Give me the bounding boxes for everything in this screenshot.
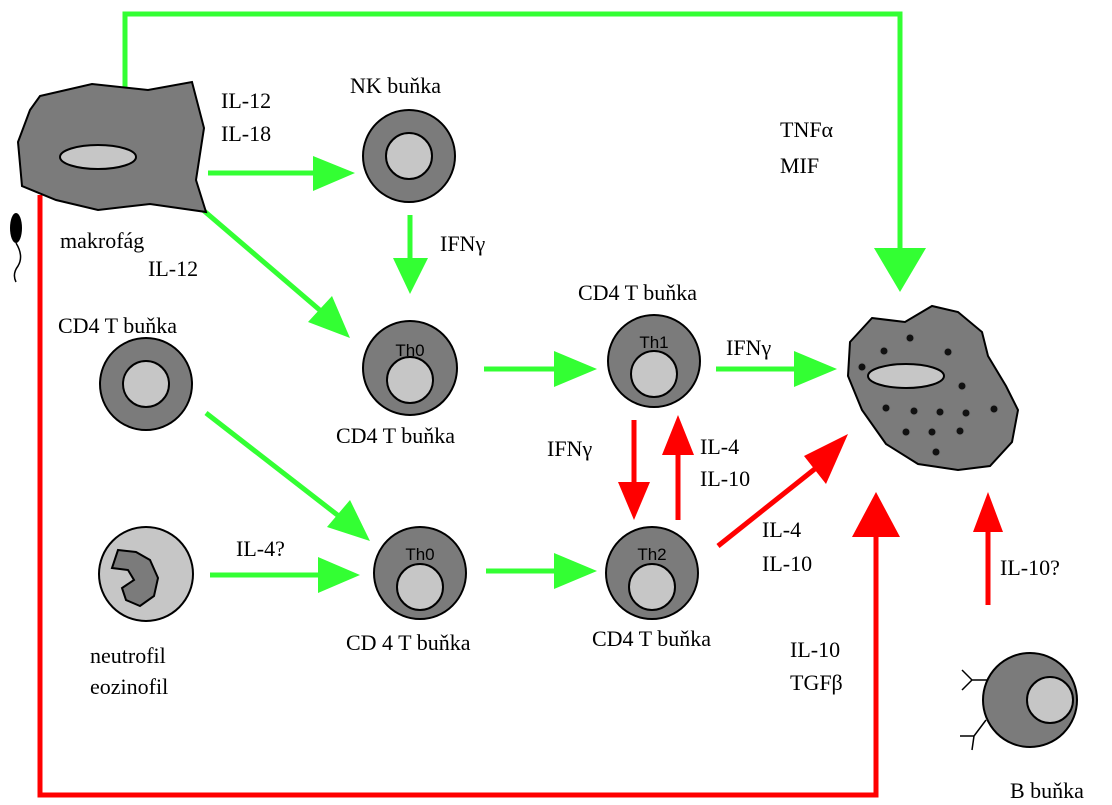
th1-nucleus (631, 351, 677, 397)
tnf-label: TNFα (780, 117, 834, 142)
th0-top-nucleus (387, 357, 433, 403)
th0-to-th1-arrowhead (554, 351, 597, 387)
th2-to-th1-arrowhead (662, 415, 694, 455)
il10-tgf-connector (40, 195, 876, 795)
macrophage-nucleus (60, 145, 136, 169)
eozinofil-label: eozinofil (90, 674, 168, 699)
il12-top-label: IL-12 (221, 88, 271, 113)
th2-caption: CD4 T buňka (592, 626, 711, 651)
il10-right-label: IL-10 (762, 551, 812, 576)
b-cell-nucleus (1027, 677, 1073, 723)
mac-to-nk-arrowhead (313, 156, 355, 191)
target-nucleus (868, 364, 944, 388)
nk-nucleus (386, 133, 432, 179)
bacterium-flagellum (14, 243, 20, 282)
th0-top-label: Th0 (395, 341, 424, 360)
il4-right-label: IL-4 (762, 517, 801, 542)
th0-to-th2-arrowhead (554, 553, 597, 589)
ifn-mid-label: IFNγ (547, 436, 592, 461)
neutrofil-label: neutrofil (90, 643, 166, 668)
th1-to-target-arrowhead (794, 351, 837, 387)
il10-bottom-label: IL-10 (790, 637, 840, 662)
il10-mid-label: IL-10 (700, 466, 750, 491)
il10-tgf-arrowhead (852, 492, 900, 537)
neutro-to-th0-arrowhead (318, 557, 360, 593)
th2-to-target-arrowhead (804, 434, 848, 484)
cd4-to-th0-arrowhead (327, 500, 370, 541)
b-cell-label: B buňka (1010, 778, 1084, 803)
bcell-to-target-arrowhead (973, 492, 1003, 532)
infected-target-cell (848, 306, 1018, 470)
tnf-mif-arrowhead (874, 248, 926, 292)
nk-cell-label: NK buňka (350, 73, 441, 98)
th1-to-th2-arrowhead (618, 482, 650, 520)
th0-bottom-caption: CD 4 T buňka (346, 630, 471, 655)
tgf-label: TGFβ (790, 670, 843, 695)
th0-bottom-nucleus (397, 564, 443, 610)
ifn-th1-label: IFNγ (726, 335, 771, 360)
mac-to-th0-arrow (196, 204, 322, 312)
th2-label: Th2 (637, 545, 666, 564)
th0-bottom-label: Th0 (405, 545, 434, 564)
th2-nucleus (629, 564, 675, 610)
makrofag-label: makrofág (60, 228, 144, 253)
cd4-to-th0-arrow (206, 413, 340, 517)
mif-label: MIF (780, 153, 819, 178)
il10q-label: IL-10? (1000, 555, 1060, 580)
makrofag-il12-label: IL-12 (148, 256, 198, 281)
il18-top-label: IL-18 (221, 121, 271, 146)
cd4-left-nucleus (123, 361, 169, 407)
th1-label: Th1 (639, 333, 668, 352)
ifn-nk-label: IFNγ (440, 231, 485, 256)
il4-mid-label: IL-4 (700, 434, 739, 459)
nk-to-th0-arrowhead (393, 258, 428, 294)
il4q-label: IL-4? (236, 536, 285, 561)
cd4-left-label: CD4 T buňka (58, 313, 177, 338)
th0-top-caption: CD4 T buňka (336, 423, 455, 448)
th1-caption: CD4 T buňka (578, 280, 697, 305)
bacterium-icon (10, 213, 22, 243)
